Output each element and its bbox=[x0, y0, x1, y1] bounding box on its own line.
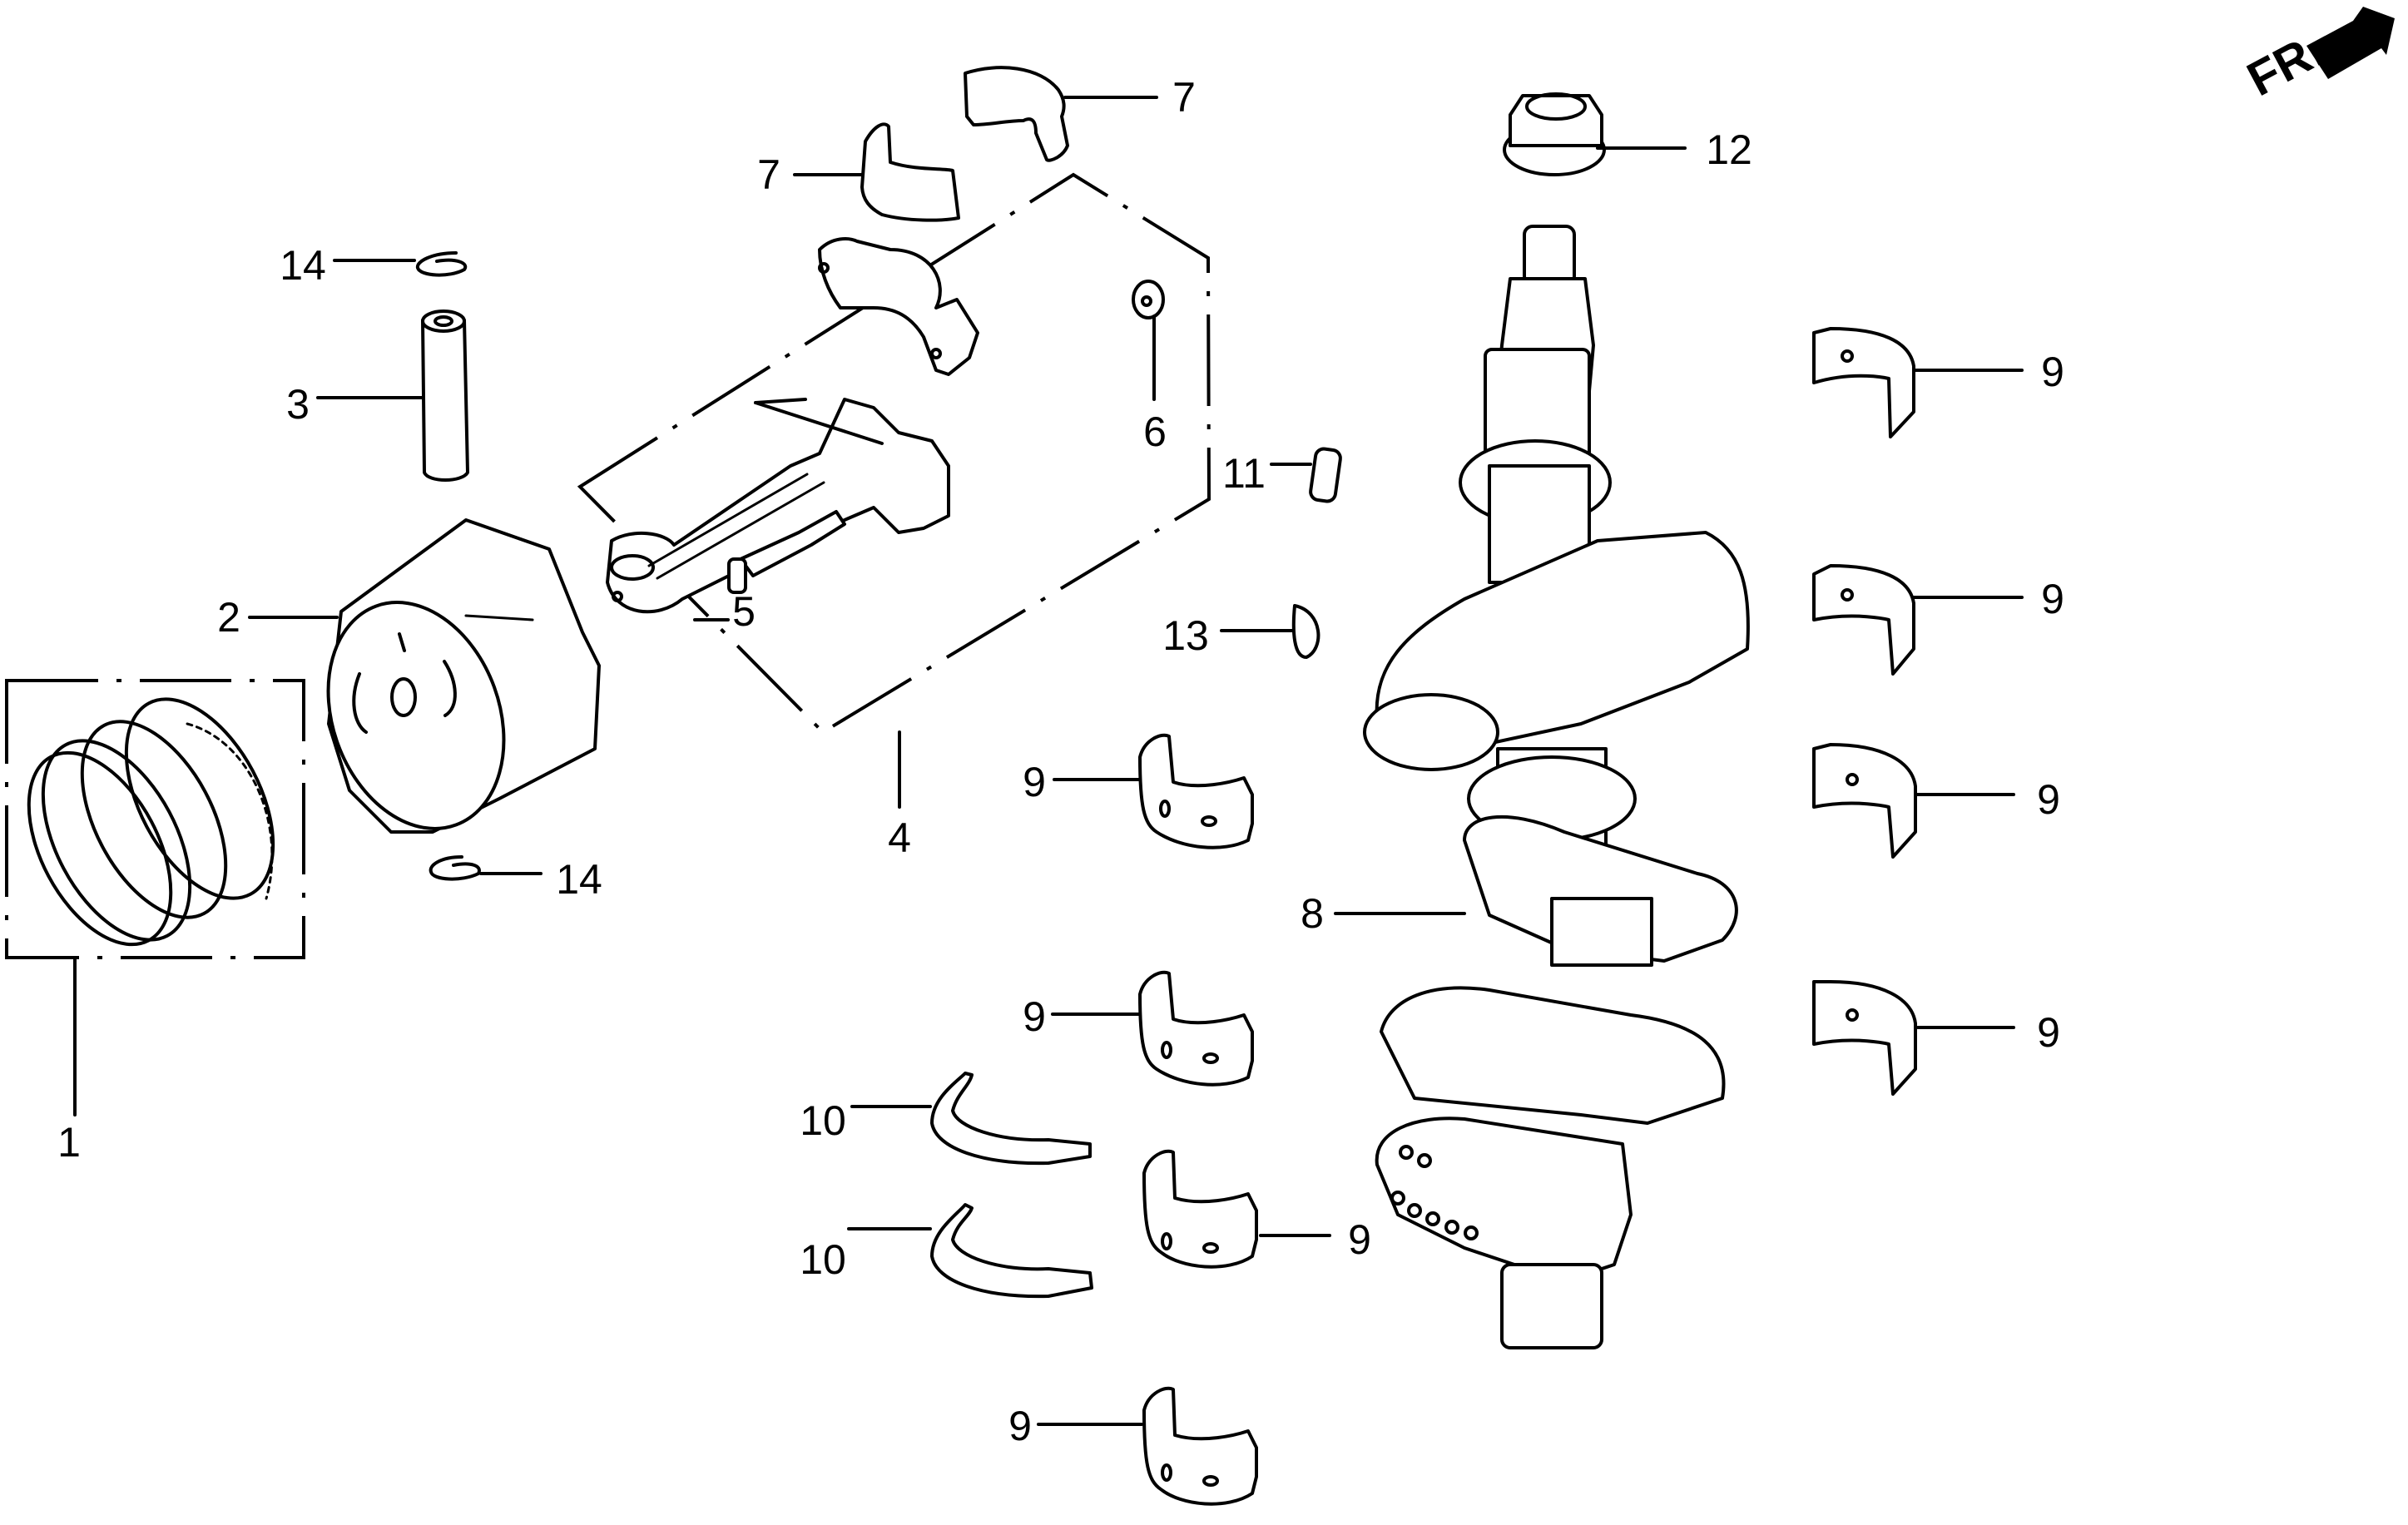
callout-3[interactable]: 3 bbox=[286, 381, 310, 428]
piston-pin-clip[interactable] bbox=[333, 251, 468, 277]
crankshaft[interactable] bbox=[1334, 225, 1750, 1349]
callout-10-a[interactable]: 10 bbox=[800, 1097, 846, 1144]
connecting-rod-nut[interactable] bbox=[1132, 280, 1165, 401]
thrust-washer[interactable] bbox=[850, 1072, 1092, 1166]
main-bearing[interactable] bbox=[1037, 1386, 1258, 1506]
woodruff-key-pin[interactable] bbox=[1270, 447, 1342, 503]
callout-9-right-4[interactable]: 9 bbox=[2037, 1009, 2060, 1056]
main-bearing[interactable] bbox=[1812, 327, 2024, 438]
callout-9-right-2[interactable]: 9 bbox=[2041, 576, 2064, 622]
connecting-rod-bolt[interactable] bbox=[693, 510, 846, 621]
callout-9-right-1[interactable]: 9 bbox=[2041, 349, 2064, 395]
callout-9-bottom[interactable]: 9 bbox=[1008, 1403, 1032, 1449]
connecting-rod-cap[interactable] bbox=[818, 237, 979, 376]
piston-pin-clip[interactable] bbox=[429, 855, 543, 881]
main-bearing[interactable] bbox=[1812, 743, 2015, 859]
callout-9-right-3[interactable]: 9 bbox=[2037, 776, 2060, 823]
callout-14-top[interactable]: 14 bbox=[280, 242, 326, 289]
main-bearing[interactable] bbox=[1051, 970, 1254, 1087]
callout-10-b[interactable]: 10 bbox=[800, 1236, 846, 1283]
main-bearing[interactable] bbox=[1142, 1149, 1331, 1269]
piston-pin[interactable] bbox=[316, 309, 469, 482]
callout-7-left[interactable]: 7 bbox=[757, 151, 780, 198]
main-bearing[interactable] bbox=[1812, 564, 2024, 676]
callout-8[interactable]: 8 bbox=[1301, 890, 1324, 937]
callout-9-mid-2[interactable]: 9 bbox=[1023, 993, 1046, 1040]
callout-12[interactable]: 12 bbox=[1706, 126, 1752, 173]
callout-7-top[interactable]: 7 bbox=[1172, 74, 1196, 121]
thrust-washer[interactable] bbox=[847, 1203, 1093, 1299]
connecting-rod-bearing[interactable] bbox=[793, 122, 960, 222]
callout-1[interactable]: 1 bbox=[57, 1119, 81, 1166]
connecting-rod-bearing[interactable] bbox=[964, 66, 1158, 162]
connecting-rod-assembly[interactable] bbox=[577, 172, 1211, 809]
main-bearing[interactable] bbox=[1053, 733, 1254, 849]
callout-9-mid-1[interactable]: 9 bbox=[1023, 759, 1046, 805]
callout-4[interactable]: 4 bbox=[888, 814, 911, 861]
piston-ring-set[interactable] bbox=[0, 675, 305, 1117]
callout-6[interactable]: 6 bbox=[1143, 408, 1167, 455]
counterweight-holes bbox=[1390, 1145, 1479, 1240]
callout-5[interactable]: 5 bbox=[732, 588, 756, 635]
main-bearing[interactable] bbox=[1812, 980, 2015, 1096]
callout-14-bottom[interactable]: 14 bbox=[556, 856, 602, 903]
callout-13[interactable]: 13 bbox=[1162, 612, 1209, 659]
connecting-rod[interactable] bbox=[606, 398, 950, 614]
piston[interactable] bbox=[248, 518, 601, 854]
callout-9-mid-3[interactable]: 9 bbox=[1348, 1216, 1371, 1263]
woodruff-key[interactable] bbox=[1220, 604, 1320, 659]
flange-nut[interactable] bbox=[1503, 92, 1687, 176]
front-direction-arrow-icon bbox=[2306, 7, 2395, 79]
callout-11[interactable]: 11 bbox=[1222, 450, 1266, 497]
callout-2[interactable]: 2 bbox=[217, 594, 240, 641]
